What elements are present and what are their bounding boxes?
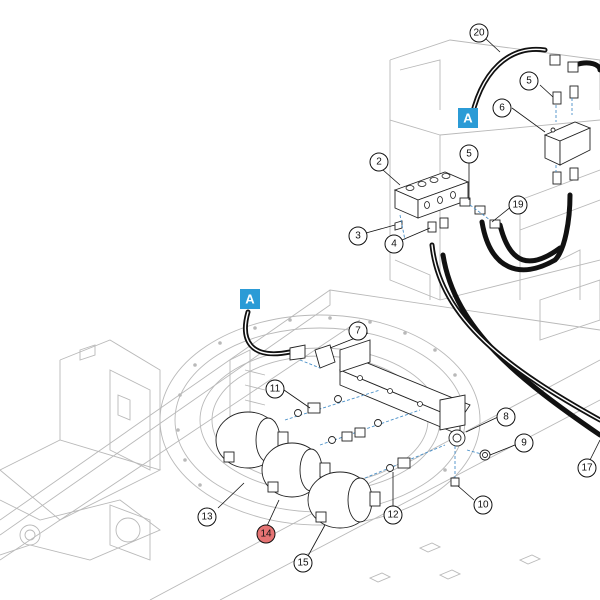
callout-7: 7: [348, 321, 368, 341]
callout-5-upper: 5: [519, 71, 539, 91]
callout-number: 6: [499, 103, 505, 114]
callout-5-lower: 5: [459, 144, 479, 164]
callout-3: 3: [348, 226, 368, 246]
callout-number: 12: [387, 510, 399, 521]
assembly-lines: [284, 98, 573, 480]
solenoid-valve: [543, 54, 592, 185]
small-fittings: [294, 395, 491, 487]
callout-8: 8: [496, 407, 516, 427]
leader-lines: [217, 37, 600, 557]
machine-frame: [0, 39, 600, 600]
callout-number: 5: [526, 76, 532, 87]
valve-block: [393, 171, 470, 219]
callout-11: 11: [265, 379, 285, 399]
callout-number: 9: [521, 438, 527, 449]
callout-number: 3: [355, 231, 361, 242]
callout-number: 14: [260, 529, 272, 540]
callout-13: 13: [197, 507, 217, 527]
callout-number: 13: [201, 512, 213, 523]
callout-number: 17: [581, 463, 593, 474]
callout-number: 4: [391, 239, 397, 250]
callout-17: 17: [577, 458, 597, 478]
callout-14: 14: [256, 524, 276, 544]
fittings-upper: [365, 197, 501, 234]
callout-number: 20: [473, 28, 485, 39]
accumulator-13: [215, 411, 289, 469]
callout-number: 11: [270, 384, 281, 395]
connector-label-a-left: A: [240, 289, 260, 309]
hoses: [242, 46, 600, 438]
callout-number: 2: [376, 157, 382, 168]
connector-label-a-top: A: [458, 108, 478, 128]
callout-number: 7: [355, 326, 361, 337]
callout-number: 5: [466, 149, 472, 160]
callout-15: 15: [293, 553, 313, 573]
callout-6: 6: [492, 98, 512, 118]
connector-box: [458, 108, 478, 128]
manifold-bar: [289, 339, 471, 447]
callout-number: 15: [297, 558, 309, 569]
callout-2: 2: [369, 152, 389, 172]
connector-text: A: [463, 111, 473, 126]
callout-12: 12: [383, 505, 403, 525]
connector-box: [240, 289, 260, 309]
callout-4: 4: [384, 234, 404, 254]
callouts: 2 3 4 5 5 6 7 8: [197, 23, 597, 573]
callout-10: 10: [473, 495, 493, 515]
connector-text: A: [245, 292, 255, 307]
callout-19: 19: [508, 195, 528, 215]
callout-number: 19: [512, 200, 524, 211]
callout-9: 9: [514, 433, 534, 453]
accumulator-14: [261, 442, 331, 498]
callout-20: 20: [469, 23, 489, 43]
callout-number: 10: [477, 500, 489, 511]
accumulator-15: [307, 471, 381, 529]
callout-number: 8: [503, 412, 509, 423]
